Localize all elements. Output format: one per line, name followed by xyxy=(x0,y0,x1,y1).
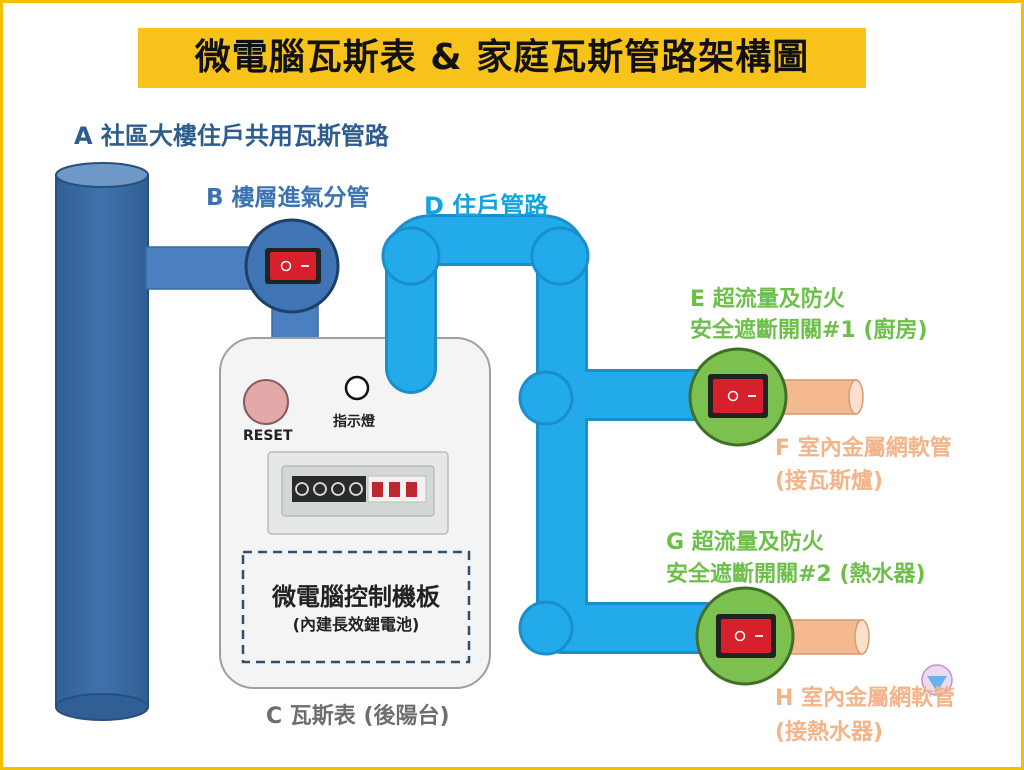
label-gas-meter: C 瓦斯表 (後陽台) xyxy=(266,704,450,729)
page-title: 微電腦瓦斯表 & 家庭瓦斯管路架構圖 xyxy=(194,37,810,78)
control-board-outline xyxy=(241,550,471,664)
watermark-logo xyxy=(921,664,953,696)
floor-valve-switch[interactable] xyxy=(244,218,340,314)
label-household-pipe: D 住戶管路 xyxy=(424,192,549,220)
label-heater-hose-line2: (接熱水器) xyxy=(775,720,884,745)
control-board-title: 微電腦控制機板 xyxy=(272,583,440,611)
reset-button[interactable] xyxy=(243,379,289,425)
label-kitchen-hose-line2: (接瓦斯爐) xyxy=(775,469,884,494)
reset-label: RESET xyxy=(243,428,293,444)
control-board-subtitle: (內建長效鋰電池) xyxy=(292,615,420,634)
indicator-light xyxy=(344,375,370,401)
switch-off-mark-icon xyxy=(280,260,292,272)
dial-counter-window xyxy=(267,451,449,535)
label-shared-pipe: A 社區大樓住戶共用瓦斯管路 xyxy=(74,122,389,150)
water-heater-safety-switch[interactable] xyxy=(695,586,795,686)
main-shared-pipe xyxy=(55,162,149,721)
title-banner: 微電腦瓦斯表 & 家庭瓦斯管路架構圖 xyxy=(138,28,866,88)
label-heater-switch-line1: G 超流量及防火 xyxy=(666,530,824,555)
label-heater-switch-line2: 安全遮斷開關#2 (熱水器) xyxy=(666,562,926,587)
switch-off-mark-icon xyxy=(727,390,739,402)
label-kitchen-switch-line1: E 超流量及防火 xyxy=(690,287,845,312)
switch-off-mark-icon xyxy=(734,630,746,642)
indicator-label: 指示燈 xyxy=(333,414,375,430)
kitchen-safety-switch[interactable] xyxy=(688,347,788,447)
label-heater-hose-line1: H 室內金屬網軟管 xyxy=(775,686,956,711)
label-kitchen-hose-line1: F 室內金屬網軟管 xyxy=(775,436,952,461)
label-kitchen-switch-line2: 安全遮斷開關#1 (廚房) xyxy=(690,318,928,343)
label-floor-branch: B 樓層進氣分管 xyxy=(206,185,370,211)
